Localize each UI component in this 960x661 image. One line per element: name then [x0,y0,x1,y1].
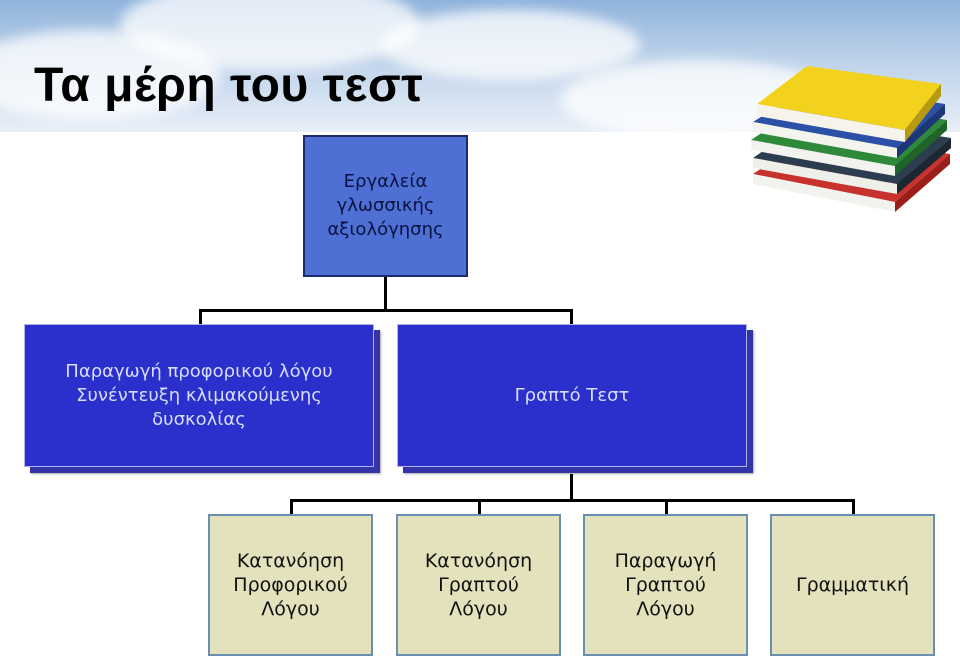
connector-root-down [384,277,387,310]
connector-level3-bar [290,499,855,502]
node-grammar: Γραμματική [770,514,935,656]
node-oral-production-label: Παραγωγή προφορικού λόγου Συνέντευξη κλι… [65,360,333,430]
connector-to-leaf-3 [665,499,668,514]
root-node: Εργαλεία γλωσσικής αξιολόγησης [303,135,468,277]
node-written-production: Παραγωγή Γραπτού Λόγου [583,514,748,656]
node-reading-comprehension-label: Κατανόηση Γραπτού Λόγου [424,550,533,620]
connector-level2-bar [199,309,573,312]
node-oral-production: Παραγωγή προφορικού λόγου Συνέντευξη κλι… [24,324,374,467]
books-stack-image [751,66,951,212]
node-written-production-label: Παραγωγή Γραπτού Λόγου [614,550,717,620]
connector-to-leaf-1 [290,499,293,514]
node-written-test-label: Γραπτό Τεστ [514,384,630,406]
node-listening-comprehension: Κατανόηση Προφορικού Λόγου [208,514,373,656]
root-node-label: Εργαλεία γλωσσικής αξιολόγησης [327,171,444,240]
connector-to-level2-right [570,309,573,324]
sky-header-background [0,0,960,132]
node-grammar-label: Γραμματική [796,574,909,596]
node-reading-comprehension: Κατανόηση Γραπτού Λόγου [396,514,561,656]
node-written-test: Γραπτό Τεστ [397,324,747,467]
connector-to-leaf-2 [478,499,481,514]
connector-level2-down [570,474,573,501]
connector-to-level2-left [199,309,202,324]
connector-to-leaf-4 [852,499,855,514]
slide-title: Τα μέρη του τεστ [34,59,424,112]
node-listening-comprehension-label: Κατανόηση Προφορικού Λόγου [233,550,348,620]
